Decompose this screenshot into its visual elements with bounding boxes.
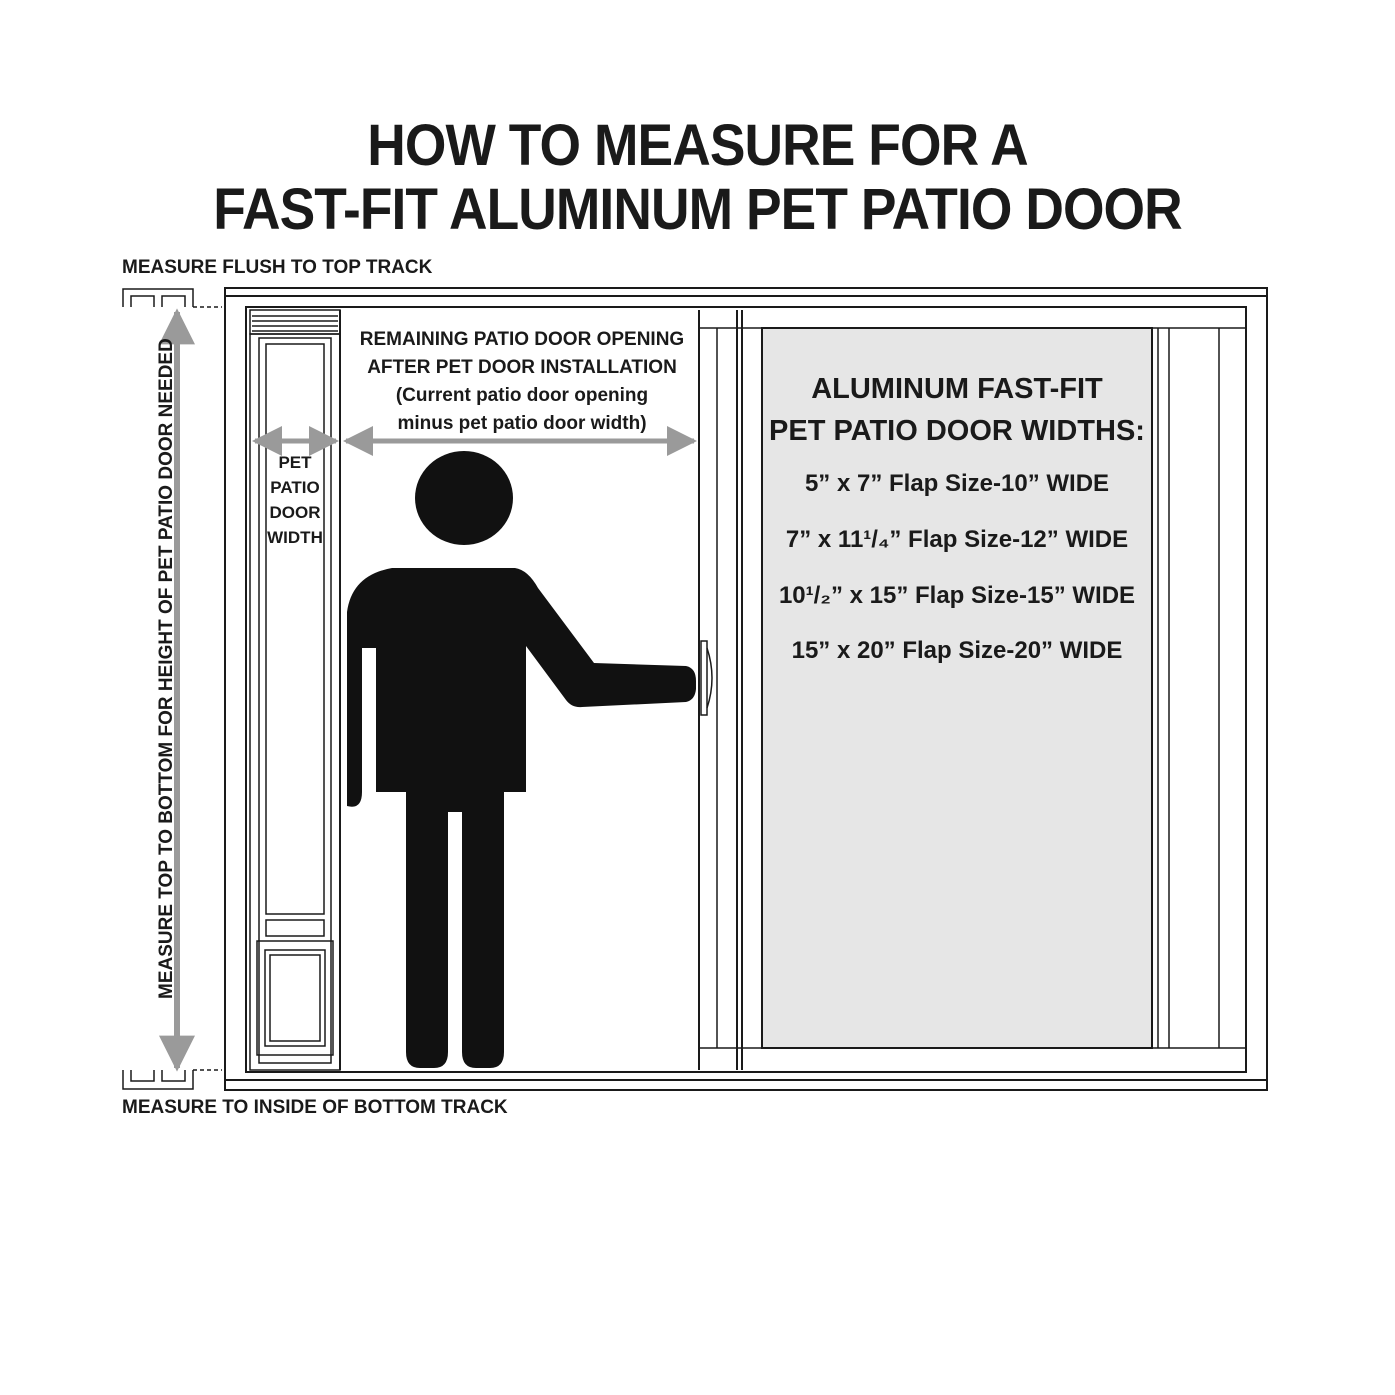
widths-heading-line-1: ALUMINUM FAST-FIT [811,373,1103,405]
height-measure-label: MEASURE TOP TO BOTTOM FOR HEIGHT OF PET … [156,338,177,999]
pet-width-line-4: WIDTH [267,528,323,547]
size-option-3: 10¹/₂” x 15” Flap Size-15” WIDE [778,582,1136,609]
door-handle-icon [700,640,713,716]
title-line-1: HOW TO MEASURE FOR A [367,113,1028,178]
outer-frame [224,287,1268,1091]
glass-panel [761,327,1153,1049]
remaining-line-1: REMAINING PATIO DOOR OPENING [359,329,685,350]
pet-width-line-3: DOOR [269,503,321,522]
sliding-door [698,310,1246,1070]
size-option-1: 5” x 7” Flap Size-10” WIDE [804,470,1110,497]
remaining-line-2: AFTER PET DOOR INSTALLATION [367,357,677,378]
widths-heading: ALUMINUM FAST-FIT PET PATIO DOOR WIDTHS: [762,368,1152,452]
title-line-2: FAST-FIT ALUMINUM PET PATIO DOOR [213,177,1182,242]
size-option-4: 15” x 20” Flap Size-20” WIDE [791,637,1123,664]
pet-width-line-2: PATIO [270,478,320,497]
pet-door-width-label: PET PATIO DOOR WIDTH [258,450,332,550]
bottom-track-icon [122,1069,222,1090]
top-track-icon [122,288,222,308]
pet-patio-door-panel [249,309,341,1071]
pet-width-line-1: PET [278,453,312,472]
widths-heading-line-2: PET PATIO DOOR WIDTHS: [769,415,1145,447]
person-silhouette-icon [347,451,696,1068]
pet-flap-icon [256,940,334,1056]
top-track-label: MEASURE FLUSH TO TOP TRACK [122,257,433,278]
remaining-line-3: (Current patio door opening [395,385,649,406]
bottom-track-label: MEASURE TO INSIDE OF BOTTOM TRACK [122,1097,508,1118]
remaining-line-4: minus pet patio door width) [397,413,647,434]
remaining-opening-label: REMAINING PATIO DOOR OPENING AFTER PET D… [344,326,700,438]
size-option-2: 7” x 11¹/₄” Flap Size-12” WIDE [785,526,1129,553]
